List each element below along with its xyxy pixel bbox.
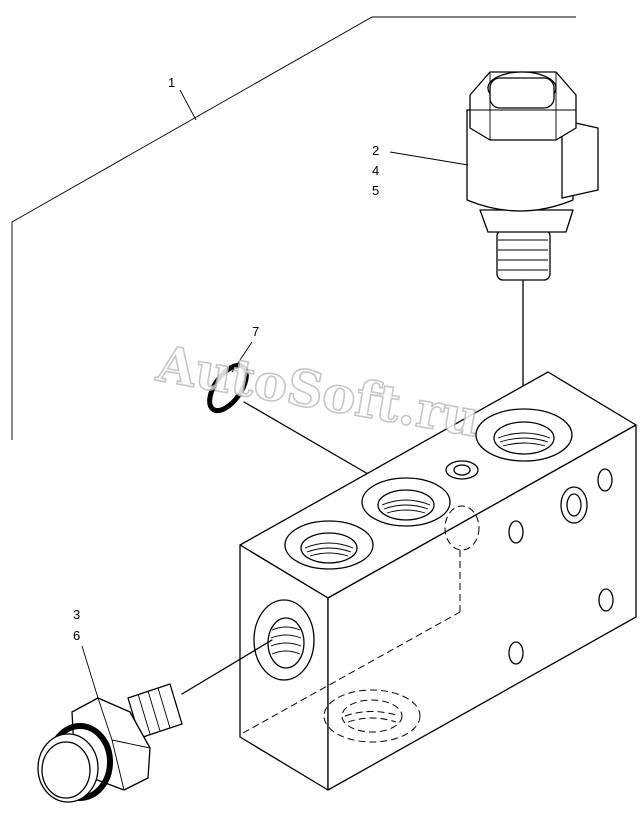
hidden-port-top <box>444 505 480 551</box>
watermark: AutoSoft.ru <box>152 334 484 449</box>
cartridge-valve <box>466 71 599 416</box>
hidden-bottom-port <box>323 689 421 743</box>
leader-line-7 <box>231 341 253 373</box>
top-port-1 <box>284 520 374 570</box>
front-port <box>253 599 315 681</box>
plug-axis-line <box>181 639 273 695</box>
callout-3: 3 <box>73 607 80 622</box>
callout-5: 5 <box>372 183 379 198</box>
leader-line-2 <box>389 151 469 166</box>
leader-line-3 <box>81 645 99 699</box>
top-port-2 <box>361 477 451 527</box>
plug-fitting <box>37 683 183 803</box>
callout-2: 2 <box>372 143 379 158</box>
top-port-3 <box>475 408 573 462</box>
callout-4: 4 <box>372 163 379 178</box>
mounting-hole-3 <box>598 588 614 612</box>
o-ring-axis-line <box>243 401 369 475</box>
callout-7: 7 <box>252 324 259 339</box>
hidden-edge-1 <box>242 611 461 734</box>
o-ring <box>207 362 249 414</box>
mounting-hole-1 <box>597 468 613 492</box>
mounting-hole-4 <box>508 641 524 665</box>
small-top-hole <box>445 460 479 480</box>
callout-1: 1 <box>168 75 175 90</box>
callout-6: 6 <box>73 628 80 643</box>
leader-line-1 <box>179 89 197 121</box>
side-port-right <box>560 486 588 524</box>
assembly-bracket-line <box>11 16 576 440</box>
valve-block <box>239 371 637 791</box>
mounting-hole-2 <box>508 520 524 544</box>
